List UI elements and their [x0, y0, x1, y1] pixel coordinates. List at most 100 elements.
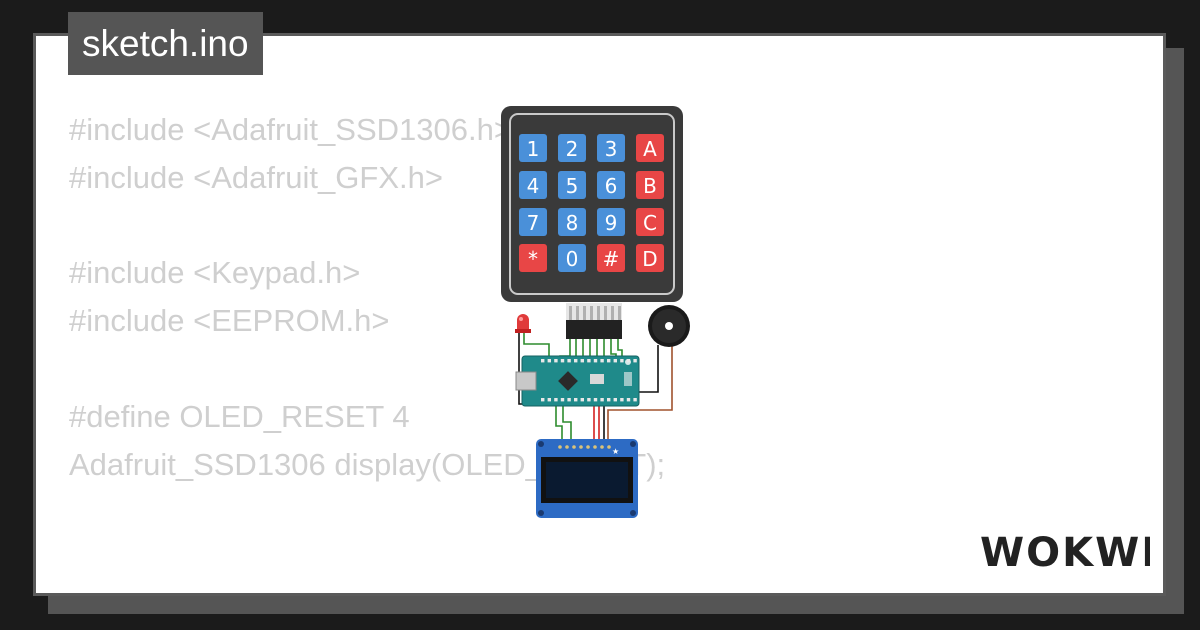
keypad-key-label: 0	[566, 247, 579, 271]
connector-pin	[611, 306, 614, 320]
header-pin	[620, 359, 624, 363]
oled-display: ★	[536, 439, 638, 518]
buzzer	[648, 305, 690, 347]
keypad-key-2[interactable]: 2	[558, 134, 586, 162]
header-pin	[633, 398, 637, 402]
header-pin	[587, 398, 591, 402]
header-pin	[620, 398, 624, 402]
oled-pin	[565, 445, 569, 449]
connector-pin	[618, 306, 621, 320]
oled-pin	[572, 445, 576, 449]
code-line: #define OLED_RESET 4	[69, 398, 410, 434]
wire-oled-vcc	[562, 404, 572, 445]
connector-pin	[590, 306, 593, 320]
oled-pin	[558, 445, 562, 449]
red-led	[515, 314, 531, 333]
header-pin	[600, 398, 604, 402]
header-pin	[626, 359, 631, 363]
keypad-key-*[interactable]: *	[519, 244, 547, 272]
keypad-key-3[interactable]: 3	[597, 134, 625, 162]
keypad-key-B[interactable]: B	[636, 171, 664, 199]
keypad-keys[interactable]: 1 2 3 A 4 5 6 B 7 8 9 C * 0 # D	[519, 134, 664, 272]
keypad-key-label: 3	[605, 137, 618, 161]
keypad-key-label: 2	[566, 137, 579, 161]
usb-port	[515, 371, 537, 391]
svg-text:WOKWI: WOKWI	[980, 530, 1150, 576]
keypad-key-label: 7	[527, 211, 540, 235]
code-line: #include <Adafruit_GFX.h>	[69, 159, 443, 195]
keypad-key-label: D	[642, 247, 657, 271]
code-line: #include <EEPROM.h>	[69, 303, 390, 339]
wire-oled-gnd	[555, 404, 563, 445]
keypad-frame	[509, 113, 675, 295]
board-chip	[558, 371, 578, 391]
svg-text:★: ★	[612, 447, 619, 456]
keypad-key-label: B	[643, 174, 657, 198]
keypad[interactable]: 1 2 3 A 4 5 6 B 7 8 9 C * 0 # D	[501, 106, 683, 302]
keypad-key-1[interactable]: 1	[519, 134, 547, 162]
header-pin	[567, 398, 571, 402]
keypad-key-label: C	[643, 211, 657, 235]
keypad-key-label: #	[603, 247, 620, 271]
header-pin	[607, 359, 611, 363]
header-pin	[587, 359, 591, 363]
header-pin	[574, 398, 578, 402]
keypad-key-label: 4	[527, 174, 540, 198]
keypad-key-label: 1	[527, 137, 540, 161]
code-line: #include <SoftwareSerial.h>	[69, 584, 665, 593]
connector-pin	[576, 306, 579, 320]
code-line: #include <Keypad.h>	[69, 255, 361, 291]
connector-pin	[604, 306, 607, 320]
header-pin	[560, 359, 565, 363]
header-pin	[613, 359, 617, 363]
header-pin	[593, 398, 598, 402]
header-pin	[574, 359, 578, 363]
keypad-key-7[interactable]: 7	[519, 208, 547, 236]
connector-pin	[597, 306, 600, 320]
keypad-key-label: 6	[605, 174, 618, 198]
arduino-nano	[515, 355, 640, 407]
header-pin	[580, 398, 584, 402]
keypad-key-label: A	[643, 137, 657, 161]
wire-buzzer-2	[607, 345, 673, 445]
keypad-key-label: 5	[566, 174, 579, 198]
wires	[518, 333, 673, 445]
header-pin	[600, 359, 604, 363]
oled-pin	[600, 445, 604, 449]
keypad-key-9[interactable]: 9	[597, 208, 625, 236]
code-line: #include <Adafruit_SSD1306.h>	[69, 112, 512, 147]
keypad-key-6[interactable]: 6	[597, 171, 625, 199]
connector-pin	[583, 306, 586, 320]
header-pin	[593, 359, 598, 363]
header-pin	[613, 398, 617, 402]
connector-pin	[569, 306, 572, 320]
header-pin	[633, 359, 637, 363]
header-pin	[541, 398, 545, 402]
keypad-key-label: 9	[605, 211, 618, 235]
header-pin	[560, 398, 565, 402]
keypad-key-8[interactable]: 8	[558, 208, 586, 236]
oled-pin	[586, 445, 590, 449]
keypad-key-#[interactable]: #	[597, 244, 625, 272]
keypad-key-5[interactable]: 5	[558, 171, 586, 199]
wokwi-logo: WOKWI	[980, 530, 1150, 576]
keypad-key-A[interactable]: A	[636, 134, 664, 162]
keypad-key-C[interactable]: C	[636, 208, 664, 236]
header-pin	[547, 359, 551, 363]
keypad-key-label: 8	[566, 211, 579, 235]
keypad-key-D[interactable]: D	[636, 244, 664, 272]
oled-pin	[593, 445, 597, 449]
wire-led-anode	[523, 333, 550, 362]
keypad-key-4[interactable]: 4	[519, 171, 547, 199]
header-pin	[554, 359, 558, 363]
keypad-key-label: *	[528, 247, 538, 271]
header-pin	[607, 398, 611, 402]
keypad-key-0[interactable]: 0	[558, 244, 586, 272]
header-pin	[554, 398, 558, 402]
oled-pin	[607, 445, 611, 449]
file-title-tab: sketch.ino	[68, 12, 263, 75]
header-pin	[567, 359, 571, 363]
header-pin	[547, 398, 551, 402]
header-pin	[541, 359, 545, 363]
